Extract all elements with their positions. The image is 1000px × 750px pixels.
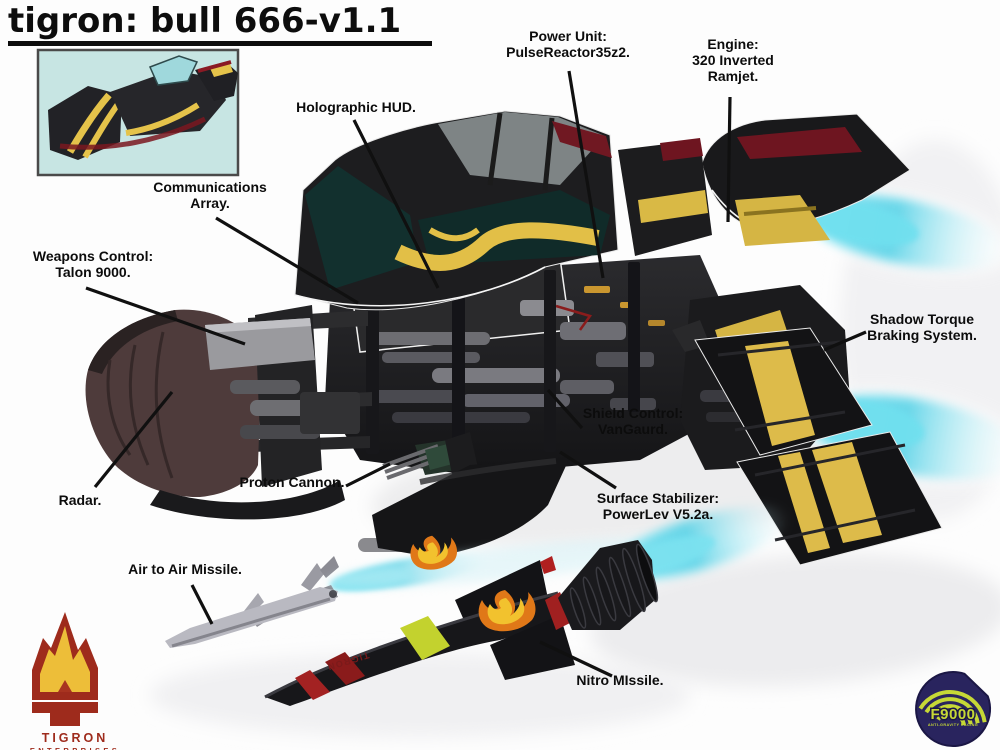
callout-line: PowerLev V5.2a. — [602, 506, 714, 522]
proton-cannon-part — [382, 432, 478, 480]
f9000-badge-sub: ANTI-GRAVITY RACING — [928, 723, 978, 727]
callout-holographic-hud: Holographic HUD. — [296, 99, 416, 115]
callout-line: Nitro MIssile. — [576, 672, 664, 688]
callout-surface-stabilizer: Surface Stabilizer:PowerLev V5.2a. — [597, 490, 719, 522]
callout-power-unit: Power Unit:PulseReactor35z2. — [506, 28, 630, 60]
callout-line: Communications — [153, 179, 267, 195]
f9000-badge-name: F9000 — [930, 706, 975, 723]
surface-stabilizer-fin — [358, 457, 570, 557]
tigron-flame-icon — [32, 612, 98, 726]
tigron-enterprises-logo: TIGRON ENTERPRISES — [25, 608, 140, 750]
inset-ship — [48, 55, 238, 160]
callout-line: Air to Air Missile. — [128, 561, 242, 577]
brake-flap-upper — [672, 320, 873, 456]
tigron-logo-name: TIGRON — [41, 731, 109, 745]
flame-decal-upper — [478, 590, 536, 632]
callout-line: Holographic HUD. — [296, 99, 416, 115]
callout-shield-control: Shield Control:VanGaurd. — [583, 405, 683, 437]
inset-preview — [36, 48, 240, 177]
callout-line: 320 Inverted — [692, 52, 774, 68]
callout-line: Array. — [190, 195, 230, 211]
f9000-badge: F9000 ANTI-GRAVITY RACING — [915, 671, 992, 747]
title-block: tigron: bull 666-v1.1 — [8, 2, 432, 46]
title-underline — [8, 41, 432, 46]
callout-line: Shadow Torque — [870, 311, 974, 327]
callout-nitro-missile: Nitro MIssile. — [576, 672, 663, 688]
callout-weapons-control: Weapons Control:Talon 9000. — [33, 248, 153, 280]
callout-air-to-air-missile: Air to Air Missile. — [128, 561, 242, 577]
f9000-arcs-icon — [918, 690, 987, 726]
tigron-logo-sub: ENTERPRISES — [25, 746, 125, 750]
callout-line: Engine: — [707, 36, 759, 52]
page-title: tigron: bull 666-v1.1 — [8, 1, 402, 41]
nitro-missile-part: TIGRON — [264, 506, 789, 706]
callout-line: Shield Control: — [582, 405, 684, 421]
callout-proton-cannon: Proton Cannon. — [240, 474, 345, 490]
brake-flap-lower — [736, 431, 943, 566]
mid-top-hull — [618, 138, 712, 256]
callout-line: Proton Cannon. — [239, 474, 345, 490]
callout-line: Weapons Control: — [32, 248, 154, 264]
callout-line: Ramjet. — [707, 68, 759, 84]
flame-decal-lower — [410, 535, 458, 570]
callout-line: Talon 9000. — [55, 264, 131, 280]
callout-line: Surface Stabilizer: — [596, 490, 720, 506]
callout-line: Radar. — [58, 492, 102, 508]
rear-engine-cowl — [701, 113, 911, 246]
ribbed-exhaust-cone — [558, 540, 659, 630]
callout-line: PulseReactor35z2. — [506, 44, 630, 60]
callout-line: Braking System. — [867, 327, 977, 343]
hull-internals — [366, 262, 665, 456]
callout-line: VanGaurd. — [597, 421, 669, 437]
callout-line: Power Unit: — [529, 28, 607, 44]
callout-radar: Radar. — [59, 492, 102, 508]
